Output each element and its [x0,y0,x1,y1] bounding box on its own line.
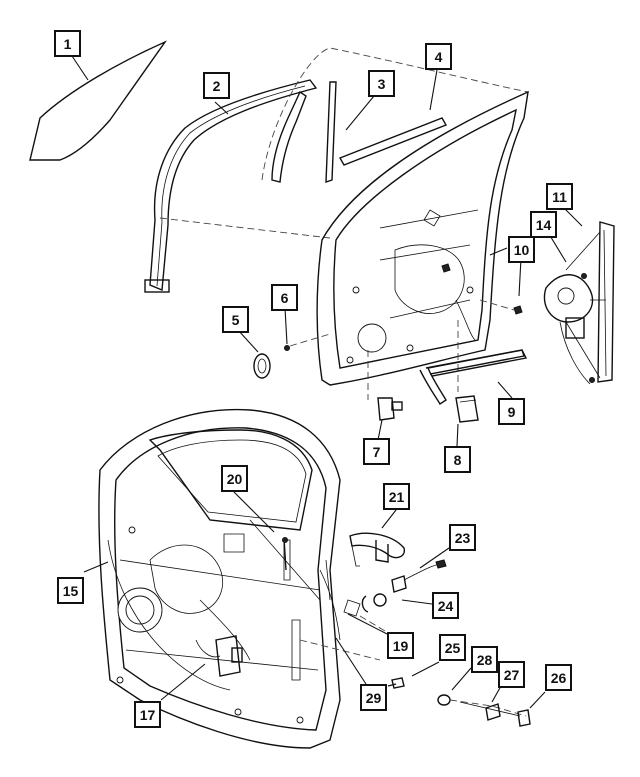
callout-27: 27 [498,661,525,688]
callout-1: 1 [54,30,81,57]
callout-4: 4 [425,43,452,70]
callout-5: 5 [222,306,249,333]
callout-8: 8 [444,446,471,473]
door-seal-strip [419,349,528,406]
callout-10: 10 [508,236,535,263]
door-inner-panel-upper [316,90,529,400]
callout-9: 9 [498,398,525,425]
leader-lines [67,49,583,709]
door-check-strap [437,694,531,727]
callout-25: 25 [439,634,466,661]
callout-28: 28 [471,646,498,673]
callout-7: 7 [363,438,390,465]
door-module [455,395,479,423]
door-latch-assembly [195,635,243,677]
small-fastener [284,333,331,351]
callout-24: 24 [432,592,459,619]
outside-door-handle [349,532,405,567]
callout-23: 23 [449,524,476,551]
callout-20: 20 [221,465,248,492]
callout-17: 17 [134,701,161,728]
callout-6: 6 [271,284,298,311]
plug [253,353,271,379]
callout-3: 3 [368,70,395,97]
glass-run-channel [144,79,331,293]
callout-19: 19 [387,632,414,659]
belt-weatherstrip [261,47,529,181]
callout-21: 21 [383,483,410,510]
inside-handle-rod [282,537,288,571]
hinge-screw [387,677,405,689]
window-regulator [543,221,615,385]
lock-cylinder-retainer [343,593,387,617]
door-glass [29,40,168,161]
callout-29: 29 [360,684,387,711]
division-channel [271,81,337,183]
lock-cylinder [391,559,447,593]
callout-11: 11 [546,183,573,210]
window-regulator-screws [441,263,523,315]
door-inner-panel-lower [98,408,341,749]
door-latch [377,397,403,421]
callout-15: 15 [57,577,84,604]
callout-2: 2 [203,72,230,99]
callout-26: 26 [545,664,572,691]
callout-14: 14 [530,211,557,238]
lock-link-rod [299,559,401,661]
